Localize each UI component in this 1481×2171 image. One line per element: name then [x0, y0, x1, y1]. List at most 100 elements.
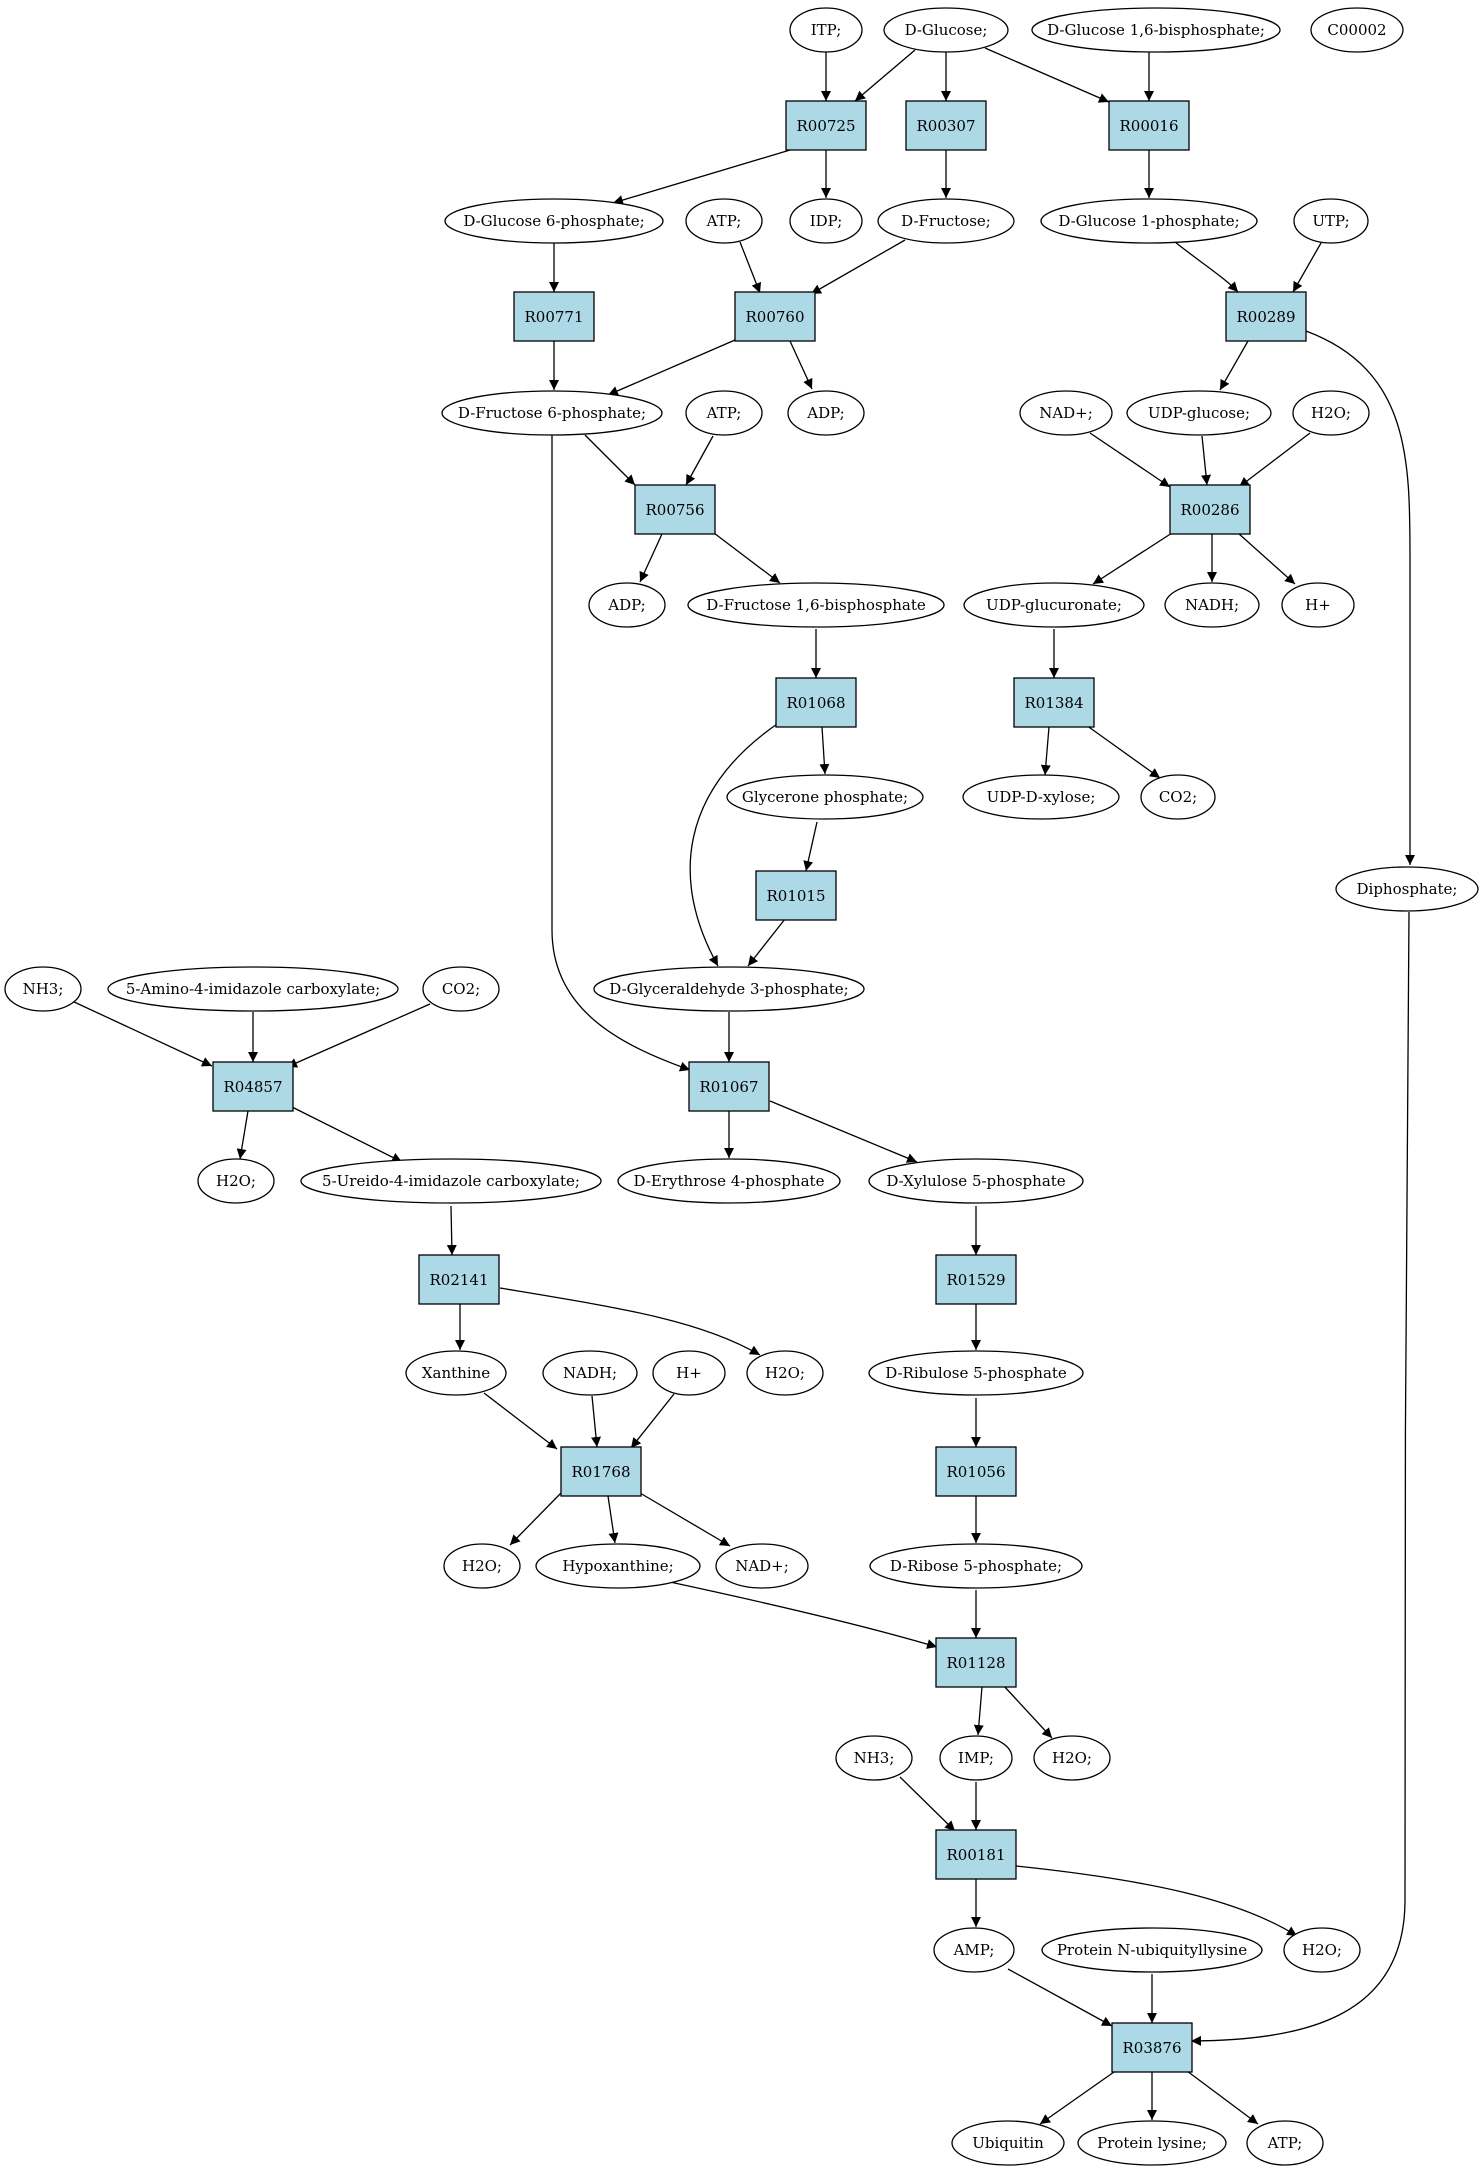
compound-nh3-2[interactable]: NH3; [835, 1735, 913, 1781]
reaction-r01068[interactable]: R01068 [775, 677, 857, 728]
reaction-r00181[interactable]: R00181 [935, 1829, 1017, 1880]
svg-text:NADH;: NADH; [1185, 596, 1239, 614]
compound-atp-2[interactable]: ATP; [685, 390, 763, 436]
compound-adp-1[interactable]: ADP; [787, 390, 865, 436]
edge-nh3b-r00181 [899, 1776, 956, 1832]
svg-text:AMP;: AMP; [953, 1941, 995, 1959]
svg-text:NAD+;: NAD+; [735, 1557, 789, 1575]
compound-amp[interactable]: AMP; [933, 1927, 1015, 1973]
svg-text:R00771: R00771 [524, 308, 583, 326]
compound-h2o-3[interactable]: H2O; [746, 1350, 824, 1396]
compound-nad-plus-2[interactable]: NAD+; [715, 1543, 809, 1589]
reaction-r00756[interactable]: R00756 [634, 484, 716, 535]
reaction-r01056[interactable]: R01056 [935, 1446, 1017, 1497]
svg-text:Xanthine: Xanthine [422, 1364, 490, 1382]
edge-r03876-atp3 [1186, 2070, 1259, 2125]
edge-r01768-nad2 [639, 1492, 731, 1547]
edge-r00289-udpglucose [1219, 340, 1249, 391]
reaction-r00760[interactable]: R00760 [734, 291, 816, 342]
compound-nadh-2[interactable]: NADH; [542, 1350, 638, 1396]
compound-protein-lysine[interactable]: Protein lysine; [1077, 2120, 1227, 2166]
reaction-r01529[interactable]: R01529 [935, 1254, 1017, 1305]
compound-nh3-1[interactable]: NH3; [4, 966, 82, 1012]
svg-text:ATP;: ATP; [706, 404, 742, 422]
svg-text:R01529: R01529 [946, 1271, 1005, 1289]
compound-idp[interactable]: IDP; [789, 198, 863, 244]
compound-c00002[interactable]: C00002 [1310, 7, 1404, 53]
svg-text:ITP;: ITP; [811, 21, 842, 39]
compound-h-plus-2[interactable]: H+ [652, 1350, 726, 1396]
compound-d-fructose[interactable]: D-Fructose; [877, 198, 1015, 244]
compound-h2o-5[interactable]: H2O; [1033, 1735, 1111, 1781]
compound-co2-1[interactable]: CO2; [1140, 774, 1216, 820]
reaction-r01384[interactable]: R01384 [1013, 677, 1095, 728]
reaction-r00771[interactable]: R00771 [513, 291, 595, 342]
compound-adp-2[interactable]: ADP; [588, 582, 666, 628]
compound-d-xylulose-5-phosphate[interactable]: D-Xylulose 5-phosphate [868, 1158, 1084, 1204]
compound-utp[interactable]: UTP; [1293, 198, 1369, 244]
svg-text:R03876: R03876 [1122, 2039, 1181, 2057]
reaction-r03876[interactable]: R03876 [1111, 2022, 1193, 2073]
svg-text:C00002: C00002 [1327, 21, 1386, 39]
compound-d-glucose-16-bisphosphate[interactable]: D-Glucose 1,6-bisphosphate; [1031, 7, 1281, 53]
compound-d-glucose-1-phosphate[interactable]: D-Glucose 1-phosphate; [1040, 198, 1258, 244]
edge-ureido-r02141 [446, 1205, 457, 1256]
svg-text:D-Ribose 5-phosphate;: D-Ribose 5-phosphate; [890, 1557, 1062, 1575]
compound-d-ribose-5-phosphate[interactable]: D-Ribose 5-phosphate; [869, 1543, 1083, 1589]
compound-xanthine[interactable]: Xanthine [405, 1350, 507, 1396]
reaction-r00289[interactable]: R00289 [1225, 291, 1307, 342]
compound-5-ureido-4-imidazole-carboxylate[interactable]: 5-Ureido-4-imidazole carboxylate; [300, 1158, 602, 1204]
reaction-r00725[interactable]: R00725 [785, 100, 867, 151]
compound-diphosphate[interactable]: Diphosphate; [1335, 866, 1479, 912]
compound-d-fructose-6-phosphate[interactable]: D-Fructose 6-phosphate; [441, 390, 663, 436]
reaction-r01128[interactable]: R01128 [935, 1637, 1017, 1688]
compound-h2o-1[interactable]: H2O; [1292, 390, 1370, 436]
compound-udp-glucuronate[interactable]: UDP-glucuronate; [963, 582, 1145, 628]
svg-text:CO2;: CO2; [442, 980, 480, 998]
reaction-r04857[interactable]: R04857 [212, 1061, 294, 1112]
compound-d-erythrose-4-phosphate[interactable]: D-Erythrose 4-phosphate [617, 1158, 841, 1204]
compound-d-ribulose-5-phosphate[interactable]: D-Ribulose 5-phosphate [868, 1350, 1084, 1396]
reaction-r01067[interactable]: R01067 [688, 1061, 770, 1112]
compound-h2o-2[interactable]: H2O; [197, 1158, 275, 1204]
svg-text:H2O;: H2O; [765, 1364, 805, 1382]
compound-h2o-6[interactable]: H2O; [1283, 1927, 1361, 1973]
reaction-r02141[interactable]: R02141 [418, 1254, 500, 1305]
svg-text:ATP;: ATP; [1267, 2134, 1303, 2152]
reaction-r00307[interactable]: R00307 [905, 100, 987, 151]
compound-itp[interactable]: ITP; [789, 7, 863, 53]
compound-d-glucose[interactable]: D-Glucose; [883, 7, 1009, 53]
compound-h-plus-1[interactable]: H+ [1281, 582, 1355, 628]
reaction-nodes: R00725 R00307 R00016 R00771 R00760 R0028… [212, 100, 1307, 2073]
reaction-r01015[interactable]: R01015 [755, 870, 837, 921]
svg-text:R00016: R00016 [1119, 117, 1178, 135]
edge-glycerone-r01015 [803, 821, 818, 872]
compound-imp[interactable]: IMP; [939, 1735, 1013, 1781]
compound-atp-3[interactable]: ATP; [1246, 2120, 1324, 2166]
svg-text:Protein N-ubiquityllysine: Protein N-ubiquityllysine [1057, 1941, 1247, 1959]
compound-d-glucose-6-phosphate[interactable]: D-Glucose 6-phosphate; [444, 198, 664, 244]
compound-protein-n-ubiquityllysine[interactable]: Protein N-ubiquityllysine [1041, 1927, 1263, 1973]
reaction-r00286[interactable]: R00286 [1169, 484, 1251, 535]
compound-nad-plus-1[interactable]: NAD+; [1019, 390, 1113, 436]
edge-r00289-diphosphate [1305, 330, 1415, 865]
svg-text:IDP;: IDP; [810, 212, 843, 230]
compound-udp-glucose[interactable]: UDP-glucose; [1126, 390, 1272, 436]
edge-r01128-imp [973, 1686, 984, 1736]
svg-text:H+: H+ [1305, 596, 1331, 614]
reaction-r00016[interactable]: R00016 [1108, 100, 1190, 151]
compound-h2o-4[interactable]: H2O; [443, 1543, 521, 1589]
compound-udp-d-xylose[interactable]: UDP-D-xylose; [962, 774, 1120, 820]
edge-r00725-g6p [612, 149, 791, 205]
compound-d-glyceraldehyde-3-phosphate[interactable]: D-Glyceraldehyde 3-phosphate; [593, 966, 865, 1012]
compound-hypoxanthine[interactable]: Hypoxanthine; [535, 1543, 701, 1589]
compound-nadh-1[interactable]: NADH; [1164, 582, 1260, 628]
compound-ubiquitin[interactable]: Ubiquitin [951, 2120, 1065, 2166]
compound-5-amino-4-imidazole-carboxylate[interactable]: 5-Amino-4-imidazole carboxylate; [107, 966, 399, 1012]
compound-d-fructose-16-bisphosphate[interactable]: D-Fructose 1,6-bisphosphate [687, 582, 945, 628]
compound-glycerone-phosphate[interactable]: Glycerone phosphate; [726, 774, 924, 820]
reaction-r01768[interactable]: R01768 [560, 1446, 642, 1497]
compound-co2-2[interactable]: CO2; [422, 966, 500, 1012]
compound-atp-1[interactable]: ATP; [685, 198, 763, 244]
edge-nh3-r04857 [71, 1000, 213, 1067]
